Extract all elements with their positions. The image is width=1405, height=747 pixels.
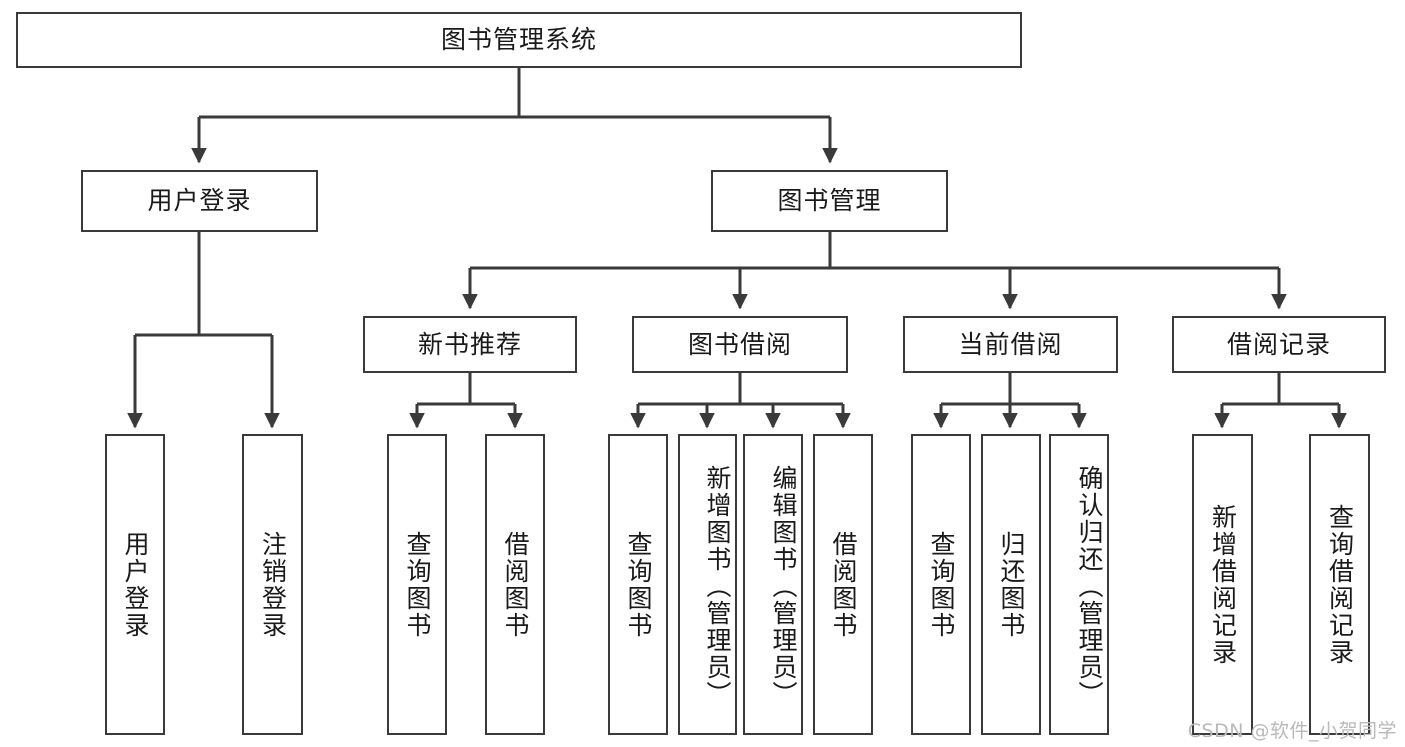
node-label: 查询图书 [403,530,432,639]
node-book-management[interactable]: 图书管理 [711,170,948,232]
leaf-record-query-record[interactable]: 查询借阅记录 [1309,434,1370,735]
leaf-record-add-record[interactable]: 新增借阅记录 [1192,434,1253,735]
leaf-current-query-book[interactable]: 查询图书 [911,434,971,735]
node-label: 查询图书 [624,530,653,639]
node-label: 注销登录 [258,530,288,639]
node-root-system[interactable]: 图书管理系统 [16,12,1022,68]
node-label: 用户登录 [121,530,150,639]
csdn-watermark: CSDN @软件_小贺同学 [1187,720,1397,742]
leaf-borrow-query-book[interactable]: 查询图书 [608,434,668,735]
node-label: 图书管理系统 [440,25,597,55]
node-label: 当前借阅 [958,329,1063,359]
leaf-user-login-login[interactable]: 用户登录 [105,434,165,735]
node-label: 新增图书（管理员） [703,465,732,708]
leaf-new-book-query[interactable]: 查询图书 [387,434,447,735]
node-label: 借阅记录 [1226,329,1331,359]
node-user-login[interactable]: 用户登录 [81,170,318,232]
leaf-borrow-borrow-book[interactable]: 借阅图书 [813,434,873,735]
node-book-borrow[interactable]: 图书借阅 [632,316,848,373]
node-label: 新增借阅记录 [1208,503,1238,666]
node-label: 借阅图书 [829,530,858,639]
node-label: 归还图书 [997,530,1026,639]
leaf-current-confirm-return-admin[interactable]: 确认归还（管理员） [1049,434,1109,735]
node-label: 用户登录 [147,186,252,216]
node-label: 查询图书 [927,530,956,639]
node-current-borrow[interactable]: 当前借阅 [903,316,1118,373]
node-label: 编辑图书（管理员） [769,465,798,708]
node-label: 查询借阅记录 [1325,503,1355,666]
node-label: 图书借阅 [687,329,792,359]
node-new-book-recommend[interactable]: 新书推荐 [363,316,577,373]
node-borrow-record[interactable]: 借阅记录 [1172,316,1386,373]
leaf-borrow-edit-book-admin[interactable]: 编辑图书（管理员） [743,434,803,735]
leaf-borrow-add-book-admin[interactable]: 新增图书（管理员） [678,434,737,735]
leaf-current-return-book[interactable]: 归还图书 [981,434,1041,735]
leaf-new-book-borrow[interactable]: 借阅图书 [485,434,545,735]
node-label: 图书管理 [777,186,882,216]
node-label: 确认归还（管理员） [1075,465,1104,708]
leaf-user-login-logout[interactable]: 注销登录 [242,434,303,735]
node-label: 新书推荐 [417,329,522,359]
node-label: 借阅图书 [501,530,530,639]
